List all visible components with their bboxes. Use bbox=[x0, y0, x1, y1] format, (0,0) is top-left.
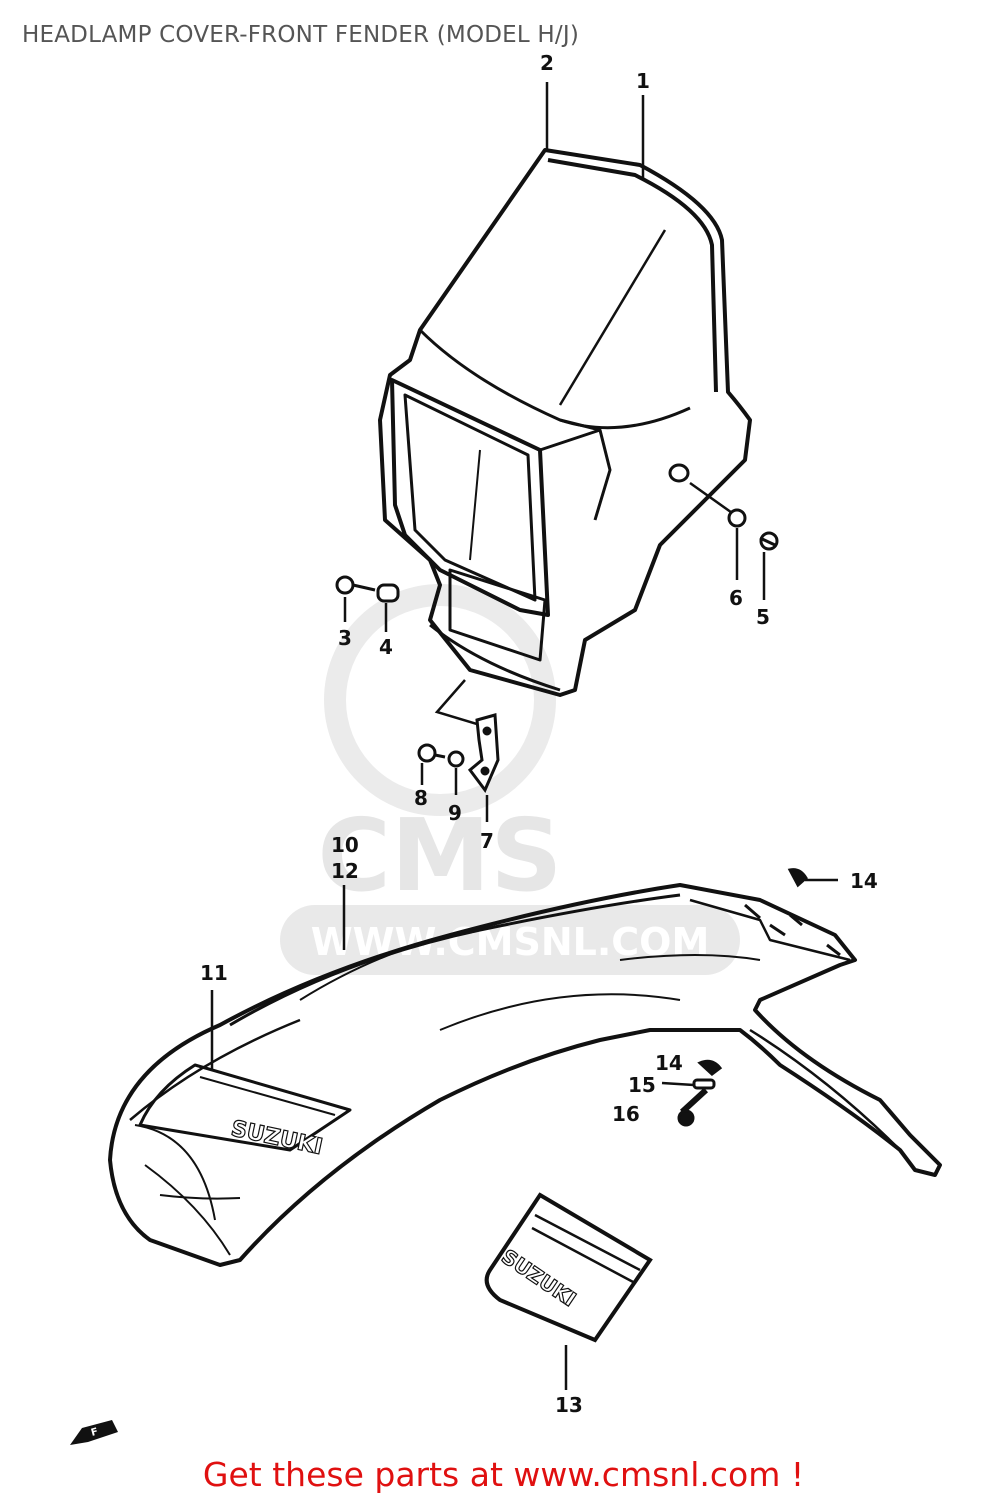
callout-15: 15 bbox=[628, 1073, 656, 1097]
callout-7: 7 bbox=[480, 829, 494, 853]
suzuki-decal bbox=[484, 1192, 653, 1343]
callout-10: 10 bbox=[331, 833, 359, 857]
decal-suzuki-logo: SUZUKI bbox=[497, 1244, 580, 1311]
callout-9: 9 bbox=[448, 801, 462, 825]
footer-promo-text: Get these parts at www.cmsnl.com ! bbox=[202, 1455, 805, 1494]
fender-suzuki-logo: SUZUKI bbox=[229, 1116, 325, 1160]
hardware bbox=[335, 481, 838, 1127]
callout-13: 13 bbox=[555, 1393, 583, 1417]
callout-3: 3 bbox=[338, 626, 352, 650]
svg-text:F: F bbox=[90, 1427, 99, 1439]
callout-2: 2 bbox=[540, 51, 554, 75]
callout-4: 4 bbox=[379, 635, 393, 659]
callout-11: 11 bbox=[200, 961, 228, 985]
callout-8: 8 bbox=[414, 786, 428, 810]
leader-lines bbox=[210, 82, 766, 1390]
callout-12: 12 bbox=[331, 859, 359, 883]
callout-16: 16 bbox=[612, 1102, 640, 1126]
page-title: HEADLAMP COVER-FRONT FENDER (MODEL H/J) bbox=[22, 22, 580, 48]
callout-5: 5 bbox=[756, 605, 770, 629]
watermark-brand: CMS bbox=[318, 797, 563, 914]
callout-1: 1 bbox=[636, 69, 650, 93]
callout-6: 6 bbox=[729, 586, 743, 610]
front-fender bbox=[108, 883, 942, 1267]
callout-14-bottom: 14 bbox=[655, 1051, 683, 1075]
front-arrow-icon: F bbox=[70, 1420, 118, 1445]
callout-labels: 2 1 3 4 5 6 7 8 9 10 11 12 13 14 14 15 1… bbox=[200, 51, 878, 1417]
callout-14-top: 14 bbox=[850, 869, 878, 893]
headlamp-cover bbox=[378, 148, 752, 697]
